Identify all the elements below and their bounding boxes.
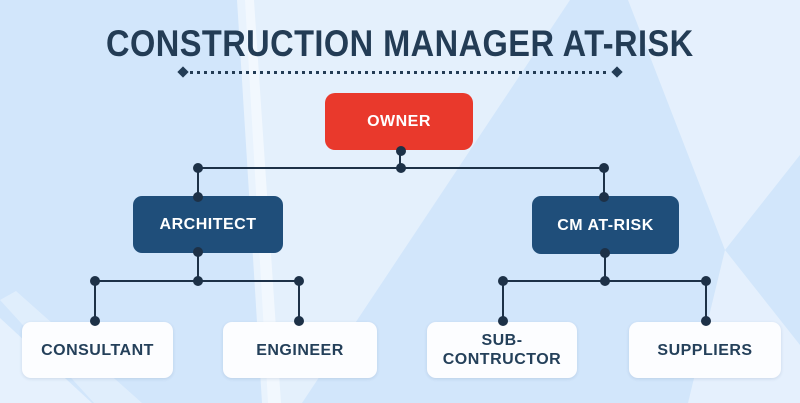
page-title: CONSTRUCTION MANAGER AT-RISK	[106, 23, 694, 64]
connector-dot	[193, 163, 203, 173]
connector-line	[399, 150, 401, 168]
connector-dot	[498, 316, 508, 326]
node-cm-at-risk: CM AT-RISK	[532, 196, 679, 254]
node-engineer-label: ENGINEER	[256, 341, 344, 359]
connector-dot	[701, 276, 711, 286]
node-owner: OWNER	[325, 93, 473, 150]
connector-line	[604, 253, 606, 281]
connector-line	[705, 281, 707, 323]
node-cm-at-risk-label: CM AT-RISK	[557, 216, 654, 234]
node-owner-label: OWNER	[367, 113, 431, 130]
connector-line	[197, 252, 199, 281]
node-suppliers: SUPPLIERS	[629, 322, 781, 378]
connector-line	[502, 281, 504, 323]
title-block: CONSTRUCTION MANAGER AT-RISK	[0, 25, 800, 62]
connector-dot	[193, 192, 203, 202]
connector-dot	[90, 316, 100, 326]
connector-dot	[396, 163, 406, 173]
connector-dot	[294, 316, 304, 326]
node-sub-contractor: SUB- CONTRUCTOR	[427, 322, 577, 378]
connector-dot	[599, 192, 609, 202]
connector-dot	[90, 276, 100, 286]
connector-line	[197, 168, 199, 197]
node-consultant: CONSULTANT	[22, 322, 173, 378]
node-suppliers-label: SUPPLIERS	[657, 341, 753, 359]
connector-line	[94, 281, 96, 323]
node-consultant-label: CONSULTANT	[41, 341, 154, 359]
connector-dot	[599, 163, 609, 173]
connector-dot	[294, 276, 304, 286]
node-sub-contractor-label-line2: CONTRUCTOR	[442, 351, 562, 368]
connector-dot	[701, 316, 711, 326]
node-sub-contractor-label-line1: SUB-	[481, 332, 523, 349]
connector-dot	[600, 248, 610, 258]
connector-line	[298, 281, 300, 323]
connector-dot	[498, 276, 508, 286]
node-architect-label: ARCHITECT	[159, 216, 257, 233]
connector-dot	[193, 247, 203, 257]
connector-dot	[396, 146, 406, 156]
connector-line	[603, 168, 605, 197]
separator-dotted-line	[190, 71, 610, 74]
node-engineer: ENGINEER	[223, 322, 377, 378]
connector-dot	[193, 276, 203, 286]
node-architect: ARCHITECT	[133, 196, 283, 253]
connector-dot	[600, 276, 610, 286]
